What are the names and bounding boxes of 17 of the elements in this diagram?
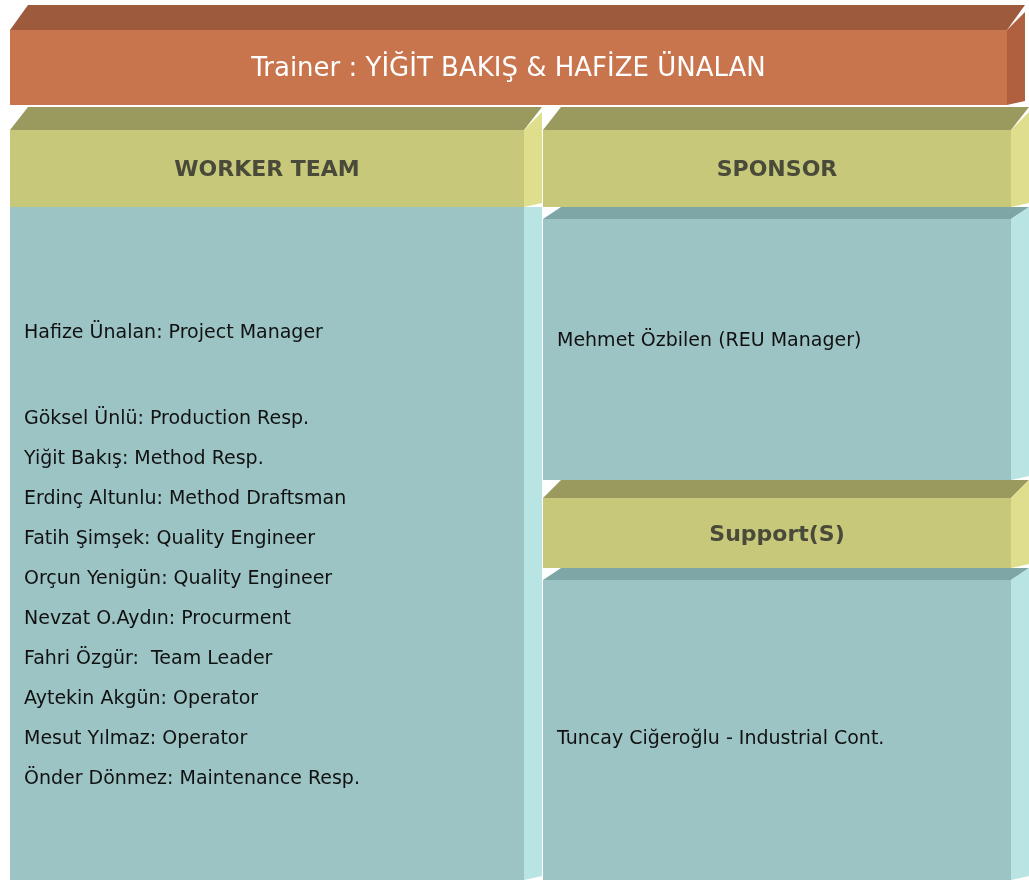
member-entry: Göksel Ünlü: Production Resp. <box>24 405 310 429</box>
member-entry: Mehmet Özbilen (REU Manager) <box>557 327 862 351</box>
member-entry: Erdinç Altunlu: Method Draftsman <box>24 485 347 509</box>
header-text: WORKER TEAM <box>174 155 360 182</box>
member-entry: Hafize Ünalan: Project Manager <box>24 319 323 343</box>
header-text: Support(S) <box>709 519 845 547</box>
member-entry: Fatih Şimşek: Quality Engineer <box>24 525 316 549</box>
member-entry: Önder Dönmez: Maintenance Resp. <box>24 765 360 789</box>
title-text: Trainer : YİĞİT BAKIŞ & HAFİZE ÜNALAN <box>251 52 766 83</box>
member-entry: Aytekin Akgün: Operator <box>24 685 259 709</box>
member-entry: Tuncay Ciğeroğlu - Industrial Cont. <box>557 725 885 749</box>
member-entry: Mesut Yılmaz: Operator <box>24 725 248 749</box>
member-entry: Nevzat O.Aydın: Procurment <box>24 605 292 629</box>
header-text: SPONSOR <box>716 155 838 182</box>
member-entry: Fahri Özgür: Team Leader <box>24 645 273 669</box>
member-entry: Orçun Yenigün: Quality Engineer <box>24 565 333 589</box>
member-entry: Yiğit Bakış: Method Resp. <box>24 445 264 469</box>
